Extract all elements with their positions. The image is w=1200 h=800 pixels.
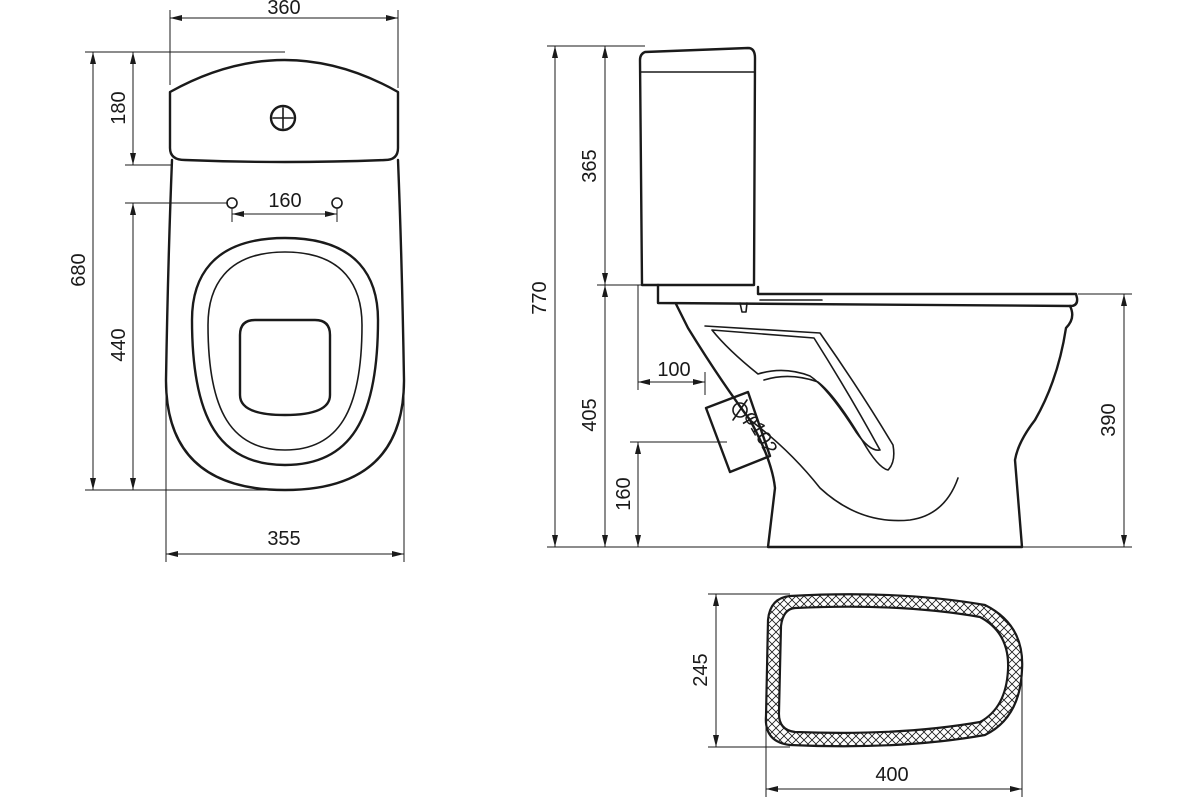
seat-inner — [207, 251, 363, 451]
dim-label-180: 180 — [108, 91, 130, 124]
dim-label-400: 400 — [875, 764, 908, 786]
dim-label-355: 355 — [267, 528, 300, 550]
tank-lid-outline — [168, 58, 400, 164]
dim-label-160-outlet: 160 — [613, 477, 635, 510]
dim-label-405: 405 — [579, 398, 601, 431]
bolt-hole-right-icon — [331, 197, 343, 209]
tank-outline — [638, 46, 757, 287]
dim-label-440: 440 — [108, 328, 130, 361]
dim-label-680: 680 — [68, 253, 90, 286]
trap-channel-inner — [711, 329, 881, 451]
top-view: 360 180 680 440 160 355 — [68, 0, 406, 562]
bolt-hole-left-icon — [226, 197, 238, 209]
seat-rim-outline — [656, 283, 1079, 308]
seat-outer — [190, 236, 380, 467]
dim-label-100: 100 — [657, 359, 690, 381]
bowl-opening — [238, 318, 332, 417]
side-view: 770 365 405 100 φ102 160 390 — [529, 45, 1132, 549]
tank-button-icon — [269, 104, 297, 132]
dim-label-365: 365 — [579, 149, 601, 182]
bowl-body-outline — [674, 302, 1074, 549]
base-view: 245 400 — [690, 593, 1024, 797]
diameter-symbol-icon — [732, 402, 748, 418]
dim-label-360: 360 — [267, 0, 300, 19]
dim-label-160-bolts: 160 — [268, 190, 301, 212]
dim-label-245: 245 — [690, 653, 712, 686]
outlet-pipe — [704, 390, 772, 474]
dim-label-390: 390 — [1098, 403, 1120, 436]
base-footprint-hatch — [764, 593, 1024, 748]
dim-label-phi102: φ102 — [739, 407, 781, 458]
dim-label-770: 770 — [529, 281, 551, 314]
